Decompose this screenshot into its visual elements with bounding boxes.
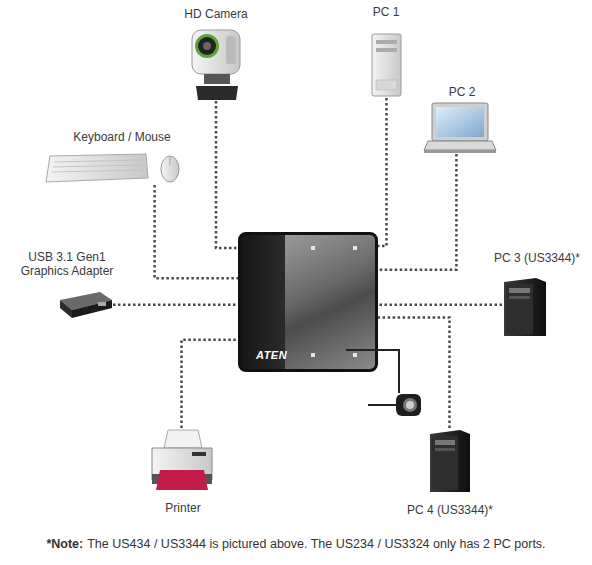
device-label: PC 2 <box>449 85 476 99</box>
dotted-cable <box>378 304 502 307</box>
switch-leds <box>311 246 357 357</box>
brand-logo: ATEN <box>256 349 287 361</box>
device-label: HD Camera <box>184 7 247 21</box>
pc-tower-icon <box>504 278 546 336</box>
laptop-icon <box>424 103 496 153</box>
device-label: PC 4 (US3344)* <box>407 503 493 517</box>
device-label: Keyboard / Mouse <box>73 130 170 144</box>
dotted-cable <box>113 304 238 307</box>
usb-switch-box: ATEN <box>238 232 378 372</box>
device-node: Keyboard / Mouse <box>45 152 182 185</box>
device-label: Printer <box>165 501 200 515</box>
switch-slot <box>346 349 376 351</box>
device-node: PC 4 (US3344)* <box>428 428 471 493</box>
dotted-cable <box>182 340 239 428</box>
device-node: PC 2 <box>424 102 496 154</box>
note-line: *Note: The US434 / US3344 is pictured abo… <box>0 537 592 551</box>
camera-icon <box>192 30 240 100</box>
graphics-adapter-icon <box>60 292 112 318</box>
device-node: HD Camera <box>188 28 244 101</box>
dotted-cable <box>378 98 387 246</box>
device-node: PC 3 (US3344)* <box>502 276 547 337</box>
keyboard-icon <box>46 154 179 182</box>
device-node: USB 3.1 Gen1 Graphics Adapter <box>58 290 113 319</box>
dotted-cable <box>378 317 450 428</box>
note-label: The US434 / US3344 is pictured above. Th… <box>87 537 545 551</box>
device-node: PC 1 <box>370 32 403 98</box>
note-label: *Note: <box>46 537 83 551</box>
printer-icon <box>152 430 212 490</box>
remote-cable <box>368 404 398 406</box>
remote-button <box>396 394 421 416</box>
remote-wire <box>376 350 399 393</box>
device-label: USB 3.1 Gen1 Graphics Adapter <box>17 250 117 278</box>
device-label: PC 3 (US3344)* <box>494 251 580 265</box>
device-label: PC 1 <box>373 5 400 19</box>
dotted-cable <box>216 101 238 248</box>
pc-tower-icon <box>372 34 401 96</box>
device-node: Printer <box>150 428 213 492</box>
dotted-cable <box>155 185 238 278</box>
dotted-cable <box>378 154 456 270</box>
pc-tower-icon <box>430 430 470 492</box>
